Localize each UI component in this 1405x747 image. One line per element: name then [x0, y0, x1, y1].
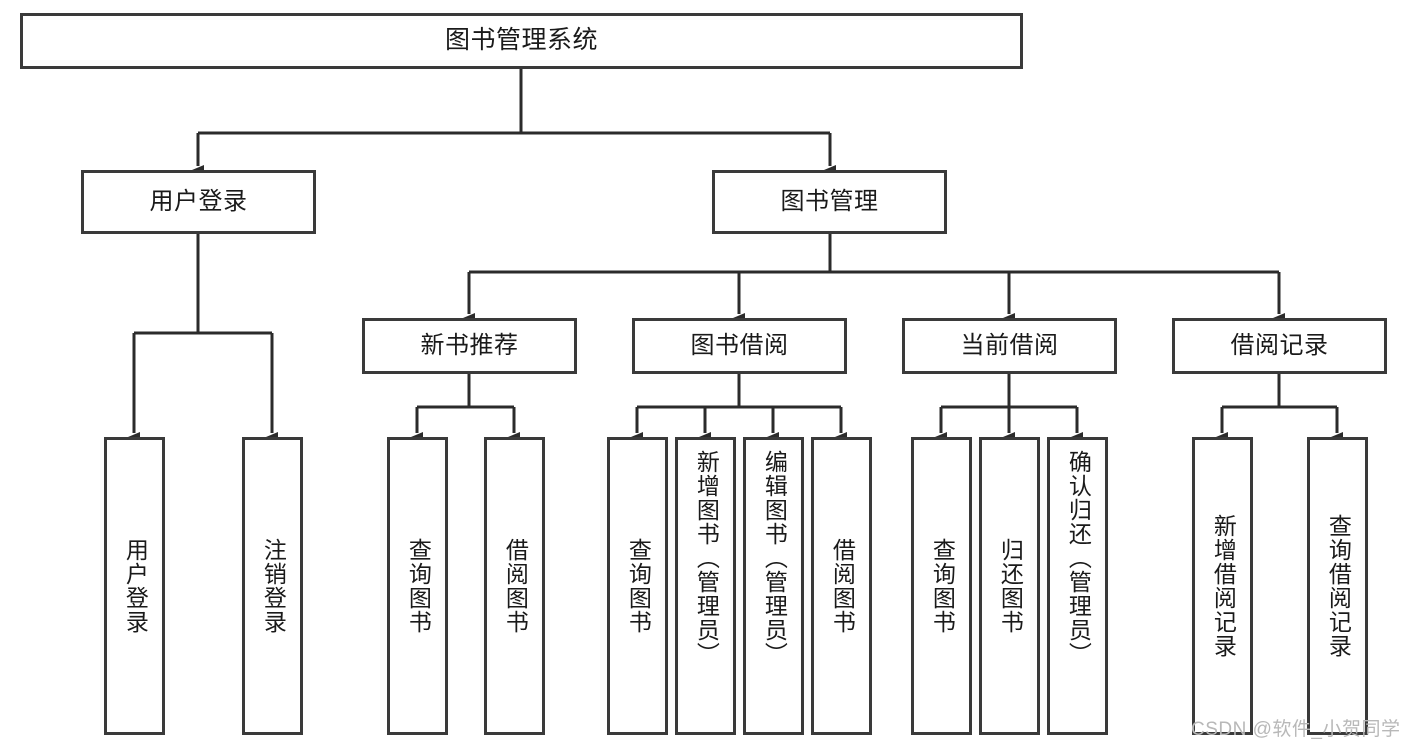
node-book-borrow-label: 图书借阅	[690, 332, 789, 359]
leaf-borrow-record-add[interactable]: 新增借阅记录	[1192, 437, 1253, 735]
leaf-book-borrow-query[interactable]: 查询图书	[607, 437, 668, 735]
leaf-book-borrow-lend[interactable]: 借阅图书	[811, 437, 872, 735]
leaf-book-borrow-add[interactable]: 新增图书（管理员）	[675, 437, 736, 735]
watermark: CSDN @软件_小贺同学	[1191, 719, 1401, 740]
node-book-borrow[interactable]: 图书借阅	[632, 318, 847, 374]
leaf-book-borrow-edit[interactable]: 编辑图书（管理员）	[743, 437, 804, 735]
leaf-current-borrow-query[interactable]: 查询图书	[911, 437, 972, 735]
leaf-user-login-signout[interactable]: 注销登录	[242, 437, 303, 735]
node-new-book-recommend-label: 新书推荐	[420, 332, 519, 359]
leaf-label: 新增借阅记录	[1210, 514, 1237, 658]
leaf-label: 查询图书	[405, 538, 432, 634]
leaf-label: 用户登录	[122, 538, 149, 634]
leaf-label: 查询图书	[625, 538, 652, 634]
leaf-user-login-signin[interactable]: 用户登录	[104, 437, 165, 735]
node-book-management-label: 图书管理	[780, 188, 879, 215]
leaf-current-borrow-confirm-return[interactable]: 确认归还（管理员）	[1047, 437, 1108, 735]
leaf-label: 确认归还（管理员）	[1065, 450, 1092, 666]
leaf-label: 编辑图书（管理员）	[761, 450, 788, 666]
leaf-label: 借阅图书	[829, 538, 856, 634]
leaf-label: 借阅图书	[502, 538, 529, 634]
node-new-book-recommend[interactable]: 新书推荐	[362, 318, 577, 374]
leaf-new-book-query[interactable]: 查询图书	[387, 437, 448, 735]
node-current-borrow-label: 当前借阅	[960, 332, 1059, 359]
leaf-label: 查询借阅记录	[1325, 514, 1352, 658]
node-user-login-label: 用户登录	[149, 188, 248, 215]
node-current-borrow[interactable]: 当前借阅	[902, 318, 1117, 374]
leaf-new-book-borrow[interactable]: 借阅图书	[484, 437, 545, 735]
node-user-login[interactable]: 用户登录	[81, 170, 316, 234]
leaf-label: 查询图书	[929, 538, 956, 634]
node-borrow-record[interactable]: 借阅记录	[1172, 318, 1387, 374]
node-root[interactable]: 图书管理系统	[20, 13, 1023, 69]
leaf-label: 注销登录	[260, 538, 287, 634]
node-borrow-record-label: 借阅记录	[1230, 332, 1329, 359]
leaf-borrow-record-query[interactable]: 查询借阅记录	[1307, 437, 1368, 735]
leaf-label: 新增图书（管理员）	[693, 450, 720, 666]
leaf-current-borrow-return[interactable]: 归还图书	[979, 437, 1040, 735]
node-root-label: 图书管理系统	[444, 26, 598, 55]
node-book-management[interactable]: 图书管理	[712, 170, 947, 234]
leaf-label: 归还图书	[997, 538, 1024, 634]
